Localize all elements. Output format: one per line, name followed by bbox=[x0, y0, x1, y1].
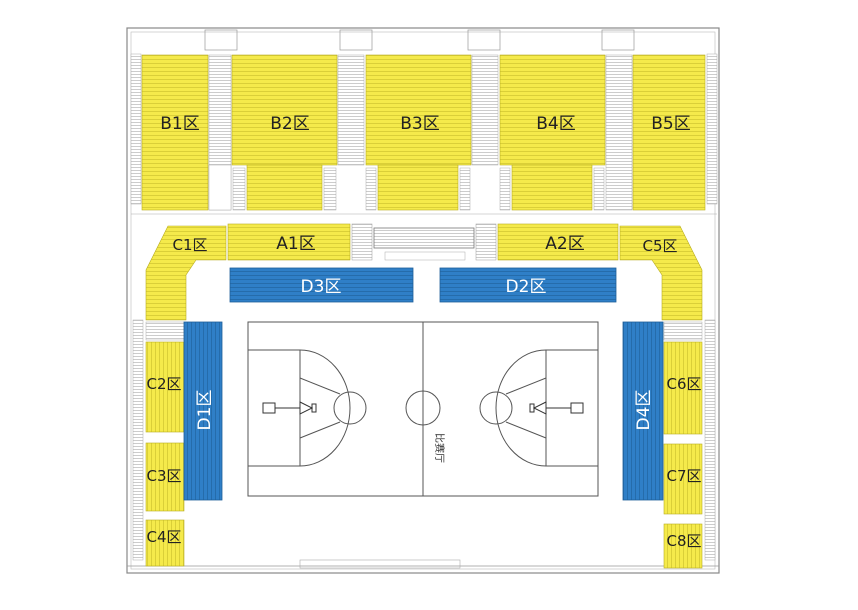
zone-label-d2: D2区 bbox=[506, 277, 547, 297]
zone-label-d1: D1区 bbox=[195, 390, 215, 431]
zone-a1[interactable] bbox=[227, 223, 351, 261]
zone-label-b3: B3区 bbox=[400, 114, 439, 134]
basket-hoop-icon bbox=[529, 401, 584, 415]
zone-b2[interactable] bbox=[231, 54, 338, 211]
zone-label-a1: A1区 bbox=[276, 234, 315, 254]
zone-b4[interactable] bbox=[499, 54, 606, 211]
side-stairs bbox=[130, 53, 718, 561]
basket-hoop-icon bbox=[262, 401, 317, 415]
zone-label-b2: B2区 bbox=[270, 114, 309, 134]
zone-b3[interactable] bbox=[365, 54, 472, 211]
zone-label-c3: C3区 bbox=[146, 467, 181, 485]
zone-label-b4: B4区 bbox=[536, 114, 575, 134]
zone-c2[interactable] bbox=[145, 341, 185, 433]
zone-d4[interactable] bbox=[622, 321, 664, 501]
zone-label-b1: B1区 bbox=[160, 114, 199, 134]
zone-label-d3: D3区 bbox=[301, 277, 342, 297]
zone-label-c2: C2区 bbox=[146, 375, 181, 393]
aisle-2 bbox=[337, 54, 365, 166]
zone-c1[interactable] bbox=[145, 225, 227, 321]
zone-b5[interactable] bbox=[632, 54, 706, 211]
zone-label-b5: B5区 bbox=[651, 114, 690, 134]
zone-c4[interactable] bbox=[145, 519, 185, 567]
zone-label-d4: D4区 bbox=[634, 390, 654, 431]
zone-label-c6: C6区 bbox=[666, 375, 701, 393]
zone-c3[interactable] bbox=[145, 442, 185, 512]
zone-label-a2: A2区 bbox=[545, 234, 584, 254]
aisle-left-1 bbox=[145, 321, 185, 341]
zone-c7[interactable] bbox=[663, 443, 703, 515]
zone-label-c4: C4区 bbox=[146, 528, 181, 546]
aisle-right-1 bbox=[663, 321, 703, 341]
zone-c5[interactable] bbox=[619, 225, 703, 321]
zone-d1[interactable] bbox=[183, 321, 223, 501]
zone-label-c8: C8区 bbox=[666, 532, 701, 550]
zone-d3[interactable] bbox=[229, 267, 414, 303]
zone-d2[interactable] bbox=[439, 267, 617, 303]
zone-b1[interactable] bbox=[141, 54, 209, 211]
court-label: 比赛厅 bbox=[433, 433, 446, 463]
zone-label-c1: C1区 bbox=[172, 236, 207, 254]
zone-c8[interactable] bbox=[663, 523, 703, 569]
building-outline bbox=[126, 27, 720, 574]
top-entrances bbox=[204, 29, 635, 51]
central-stair bbox=[351, 223, 497, 261]
zone-a2[interactable] bbox=[497, 223, 619, 261]
aisle-3 bbox=[471, 54, 499, 166]
zone-label-c5: C5区 bbox=[642, 237, 677, 255]
b-level-voms bbox=[208, 164, 605, 211]
zone-label-c7: C7区 bbox=[666, 467, 701, 485]
zone-c6[interactable] bbox=[663, 341, 703, 435]
aisle-4 bbox=[605, 54, 633, 211]
